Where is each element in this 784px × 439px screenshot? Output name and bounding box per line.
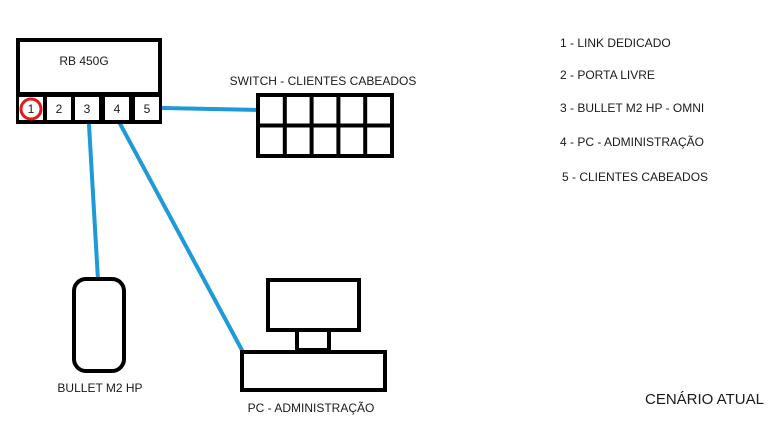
svg-text:4: 4: [114, 102, 121, 116]
switch: SWITCH - CLIENTES CABEADOS: [230, 74, 417, 158]
switch-port: [260, 127, 283, 154]
port-1-highlight-circle: [19, 97, 43, 121]
link-port4-pc: [116, 118, 245, 354]
pc-stand: [295, 328, 331, 352]
link-port5-switch: [161, 106, 260, 112]
router-label: RB 450G: [59, 54, 108, 68]
svg-text:5: 5: [144, 102, 151, 116]
svg-text:2: 2: [56, 102, 63, 116]
bullet-body: [72, 277, 126, 373]
legend-item-5: 5 - CLIENTES CABEADOS: [562, 170, 708, 184]
svg-text:3: 3: [84, 102, 91, 116]
pc-administracao: PC - ADMINISTRAÇÃO: [240, 278, 387, 415]
legend-item-1: 1 - LINK DEDICADO: [560, 36, 671, 50]
switch-port: [286, 127, 310, 154]
pc-case: [240, 350, 387, 392]
scenario-title: CENÁRIO ATUAL: [645, 391, 764, 408]
svg-text:1: 1: [28, 102, 35, 116]
pc-monitor: [266, 278, 361, 332]
switch-port: [313, 97, 337, 124]
link-port3-bullet: [87, 123, 100, 282]
switch-port: [286, 97, 310, 124]
router-port-4: 4: [105, 97, 129, 120]
pc-label: PC - ADMINISTRAÇÃO: [248, 401, 375, 415]
router-port-2: 2: [47, 97, 71, 120]
bullet-label: BULLET M2 HP: [57, 381, 142, 395]
bullet-m2-hp: BULLET M2 HP: [57, 277, 143, 395]
switch-port: [260, 97, 283, 124]
switch-port: [367, 97, 390, 124]
router: RB 450G 1 2 3 4 5: [16, 38, 162, 124]
switch-port: [340, 127, 364, 154]
legend-item-4: 4 - PC - ADMINISTRAÇÃO: [560, 135, 704, 149]
switch-port: [313, 127, 337, 154]
router-panel: [20, 42, 158, 92]
legend-item-3: 3 - BULLET M2 HP - OMNI: [560, 101, 704, 115]
router-port-5: 5: [135, 97, 159, 120]
router-port-1: 1: [19, 97, 43, 121]
switch-port: [367, 127, 390, 154]
switch-port: [340, 97, 364, 124]
legend-item-2: 2 - PORTA LIVRE: [560, 68, 655, 82]
switch-label: SWITCH - CLIENTES CABEADOS: [230, 74, 417, 88]
router-port-3: 3: [75, 97, 99, 120]
port-legend: 1 - LINK DEDICADO 2 - PORTA LIVRE 3 - BU…: [560, 36, 708, 184]
